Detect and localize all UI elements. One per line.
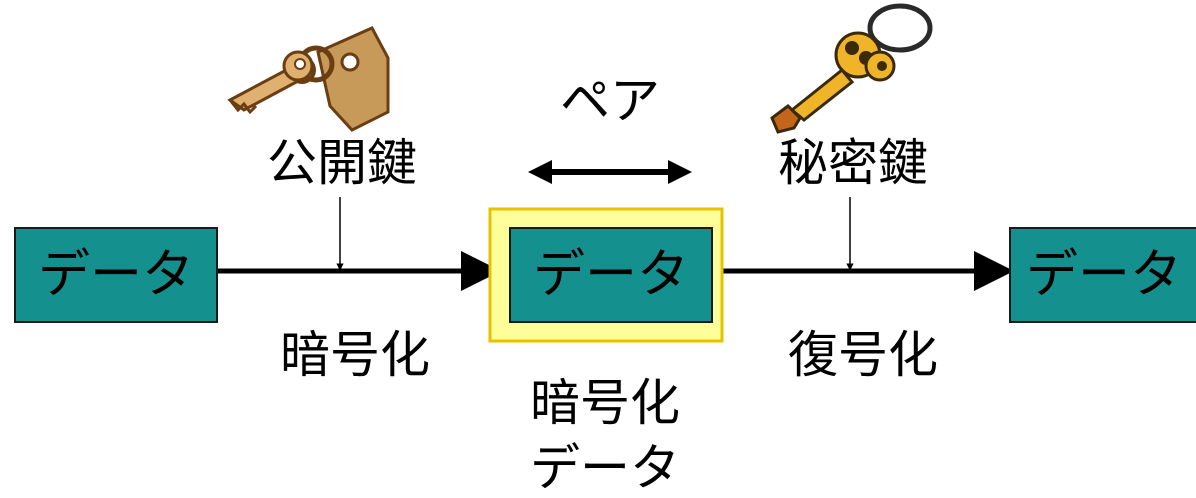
cipher-caption-line1: 暗号化 <box>530 374 680 432</box>
public-key-icon <box>227 26 390 132</box>
pair-label: ペア <box>560 72 660 130</box>
plaintext-left-label: データ <box>38 245 194 305</box>
plaintext-box-left: データ <box>14 227 218 323</box>
cipher-caption-line2: データ <box>530 439 680 497</box>
decrypt-label: 復号化 <box>788 326 938 384</box>
private-key-label: 秘密鍵 <box>778 134 928 192</box>
plaintext-right-label: データ <box>1026 245 1182 305</box>
ciphertext-label: データ <box>533 245 689 305</box>
ciphertext-box: データ <box>488 207 724 343</box>
public-key-label: 公開鍵 <box>267 134 417 192</box>
encrypt-label: 暗号化 <box>280 326 430 384</box>
pair-double-arrow <box>528 160 692 184</box>
plaintext-box-right: データ <box>1009 227 1196 323</box>
private-key-icon <box>770 3 933 134</box>
